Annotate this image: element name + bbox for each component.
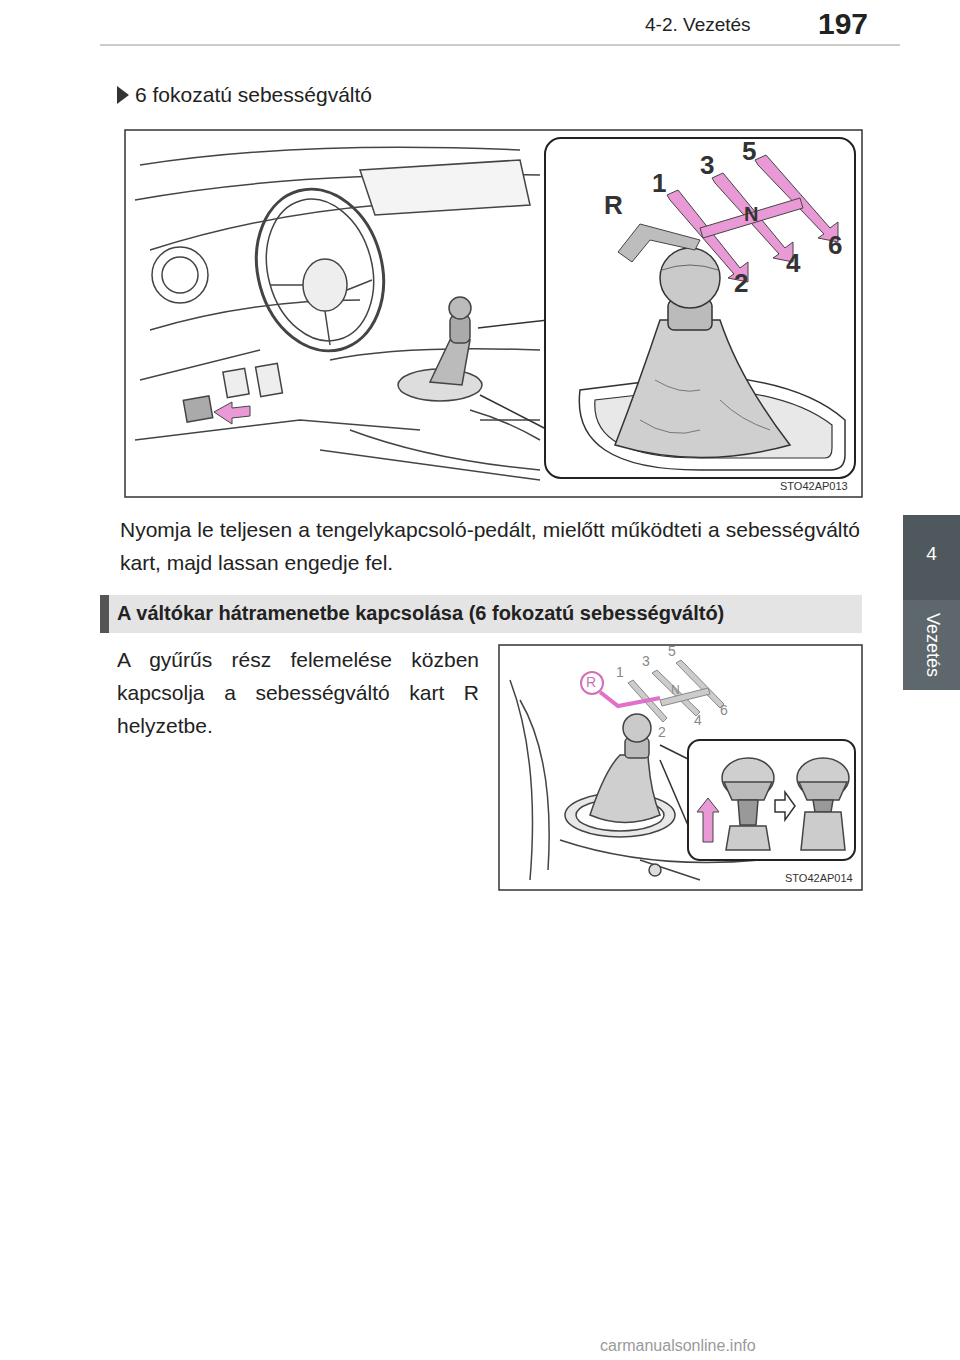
body-text: A gyűrűs rész felemelése közben kapcsolj… — [117, 643, 479, 742]
gear-label: 2 — [734, 268, 748, 299]
bullet-triangle — [117, 86, 129, 104]
gear-label: 3 — [642, 653, 650, 670]
gear-label: 1 — [652, 168, 666, 199]
gear-label: 2 — [658, 724, 666, 741]
chapter-tab: 4Vezetés — [903, 515, 960, 690]
text-label: 4-2. Vezetés — [645, 14, 751, 37]
reverse-path — [600, 692, 660, 706]
gear-label: 1 — [616, 664, 624, 681]
gear-label: 4 — [786, 248, 800, 279]
text-label: STO42AP013 — [780, 480, 848, 493]
text-label: carmanualsonline.info — [600, 1336, 756, 1355]
shift-pattern-two — [628, 660, 724, 722]
shift-inset-one — [545, 138, 855, 478]
gear-label: R — [586, 674, 596, 691]
chapter-title: Vezetés — [921, 613, 943, 677]
figure-one — [125, 130, 862, 497]
gear-label: 4 — [694, 712, 702, 729]
section-heading: A váltókar hátramenetbe kapcsolása (6 fo… — [117, 601, 724, 625]
gear-label: N — [671, 683, 680, 697]
gear-label: 5 — [742, 136, 756, 167]
gear-label: R — [604, 190, 623, 221]
header-rule — [100, 45, 900, 46]
gear-label: 6 — [720, 702, 728, 719]
gear-label: 3 — [700, 150, 714, 181]
reverse-circle — [581, 672, 603, 694]
gear-label: 6 — [828, 230, 842, 261]
text-label: 6 fokozatú sebességváltó — [135, 82, 372, 107]
section-heading-band: A váltókar hátramenetbe kapcsolása (6 fo… — [100, 595, 862, 633]
figure-two — [499, 645, 862, 890]
text-label: STO42AP014 — [785, 872, 853, 885]
gear-label: N — [744, 202, 758, 226]
clutch-arrow — [214, 402, 250, 424]
chapter-number: 4 — [903, 543, 960, 566]
gear-label: 5 — [668, 643, 676, 660]
gear-label: 197 — [818, 6, 868, 42]
lift-arrow — [697, 798, 719, 842]
body-text: Nyomja le teljesen a tengelykapcsoló-ped… — [120, 513, 860, 579]
